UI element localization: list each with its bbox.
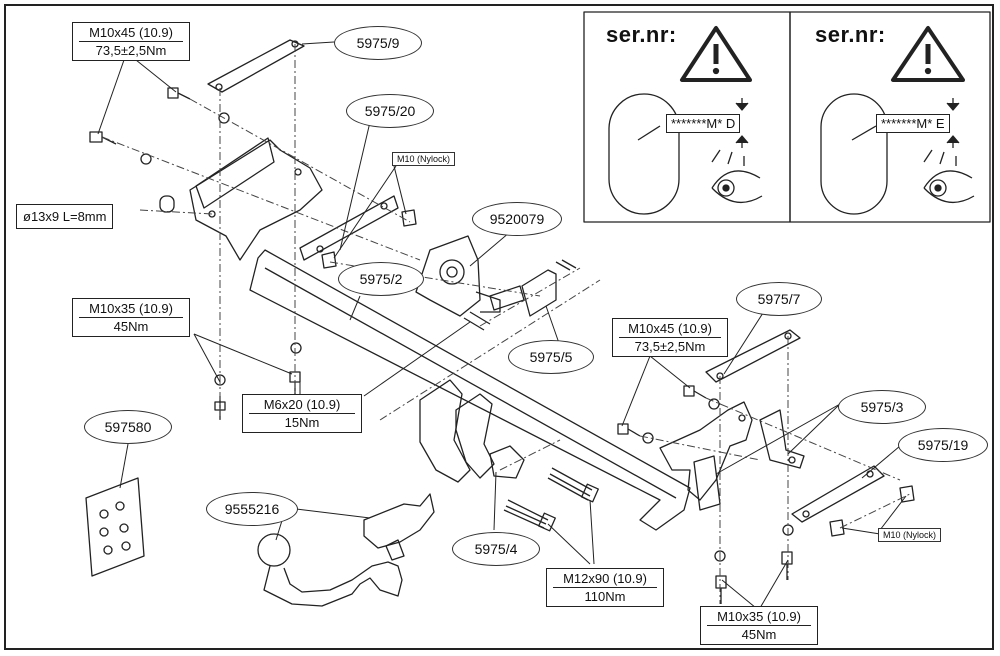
bolt-spec-mid-left: M10x35 (10.9) 45Nm	[72, 298, 190, 337]
towball-9555216	[257, 493, 435, 607]
bracket-5975-3	[759, 409, 805, 469]
bolt-spec-m12: M12x90 (10.9) 110Nm	[546, 568, 664, 607]
plate-5975-7	[705, 329, 801, 383]
plate-5975-9	[207, 39, 305, 93]
part-label-5975-5: 5975/5	[508, 340, 594, 374]
serial-title-right: ser.nr:	[815, 22, 886, 47]
bolt-spec-m6: M6x20 (10.9) 15Nm	[242, 394, 362, 433]
serial-panel-right-frame	[789, 11, 991, 223]
eye-icon-right	[923, 149, 975, 204]
serial-title-left: ser.nr:	[606, 22, 677, 47]
bolt-spec-torque: 45Nm	[113, 319, 149, 334]
part-label-597580: 597580	[84, 410, 172, 444]
bolt-spec-top-left: M10x45 (10.9) 73,5±2,5Nm	[72, 22, 190, 61]
bracket-5975-4-b	[455, 393, 495, 479]
towball-outline-left	[608, 93, 680, 215]
part-label-5975-7: 5975/7	[736, 282, 822, 316]
nylock-label-bottom: M10 (Nylock)	[878, 528, 942, 542]
nylock-label-top: M10 (Nylock)	[392, 152, 456, 166]
socket-plate-9520079	[415, 235, 481, 317]
bolt-spec-size: M6x20 (10.9)	[249, 395, 355, 414]
diagram-frame	[4, 4, 994, 650]
towball-outline-right	[820, 93, 888, 215]
bolt-spec-bottom-right: M10x35 (10.9) 45Nm	[700, 606, 818, 645]
part-label-5975-2: 5975/2	[338, 262, 424, 296]
part-label-9520079: 9520079	[472, 202, 562, 236]
eye-icon-left	[711, 149, 763, 204]
part-label-5975-4: 5975/4	[452, 532, 540, 566]
bolt-spec-right-upper: M10x45 (10.9) 73,5±2,5Nm	[612, 318, 728, 357]
bolt-spec-torque: 15Nm	[284, 415, 320, 430]
bracket-5975-5	[521, 269, 557, 317]
keyplate-597580	[85, 477, 145, 577]
part-label-9555216: 9555216	[206, 492, 298, 526]
serial-code-right: *******M* E	[876, 114, 950, 133]
bolt-spec-size: M10x35 (10.9)	[79, 299, 183, 318]
part-label-5975-9: 5975/9	[334, 26, 422, 60]
bolt-spec-torque: 73,5±2,5Nm	[95, 43, 167, 58]
right-bracket	[659, 401, 753, 501]
bolt-spec-size: M10x35 (10.9)	[707, 607, 811, 626]
bolt-spec-torque: 110Nm	[584, 589, 626, 604]
warning-icon-left	[680, 26, 752, 82]
serial-code-left: *******M* D	[666, 114, 741, 133]
warning-icon-right	[891, 26, 965, 82]
bolt-spec-torque: 45Nm	[741, 627, 777, 642]
plate-5975-19	[791, 465, 885, 523]
bolt-spec-size: M12x90 (10.9)	[553, 569, 657, 588]
part-label-5975-20: 5975/20	[346, 94, 434, 128]
bracket-5975-4-a	[419, 379, 471, 483]
bolt-spec-size: M10x45 (10.9)	[79, 23, 183, 42]
bolt-spec-size: M10x45 (10.9)	[619, 319, 721, 338]
part-label-5975-19: 5975/19	[898, 428, 988, 462]
bolt-spec-torque: 73,5±2,5Nm	[634, 339, 706, 354]
left-bracket	[189, 139, 323, 261]
crossbar-5975-2	[249, 249, 691, 531]
part-label-5975-3: 5975/3	[838, 390, 926, 424]
spacer-spec: ø13x9 L=8mm	[16, 204, 114, 229]
bracket-5975-20	[299, 195, 399, 261]
